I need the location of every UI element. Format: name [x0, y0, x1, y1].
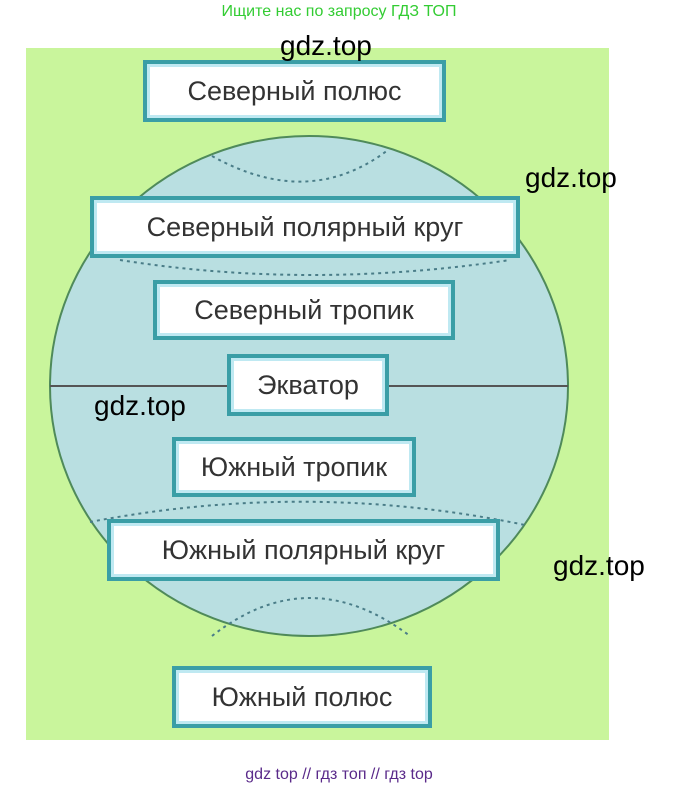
label-arctic-circle: Северный полярный круг: [90, 196, 520, 258]
label-north-pole: Северный полюс: [143, 60, 446, 122]
label-equator: Экватор: [227, 354, 389, 416]
antarctic-dotted: [89, 500, 526, 526]
label-tropic-capricorn: Южный тропик: [172, 437, 416, 497]
arctic-dotted: [119, 259, 511, 276]
label-antarctic-circle: Южный полярный круг: [107, 519, 500, 581]
label-south-pole: Южный полюс: [172, 666, 432, 728]
watermark: gdz.top: [525, 162, 617, 193]
watermark: gdz.top: [94, 390, 186, 421]
south-polar-dotted: [211, 597, 411, 637]
watermark: gdz.top: [280, 30, 372, 61]
label-tropic-cancer: Северный тропик: [153, 280, 455, 340]
footer-caption: gdz top // гдз топ // гдз top: [245, 766, 433, 783]
top-caption: Ищите нас по запросу ГДЗ ТОП: [221, 3, 457, 20]
watermark: gdz.top: [553, 550, 645, 581]
